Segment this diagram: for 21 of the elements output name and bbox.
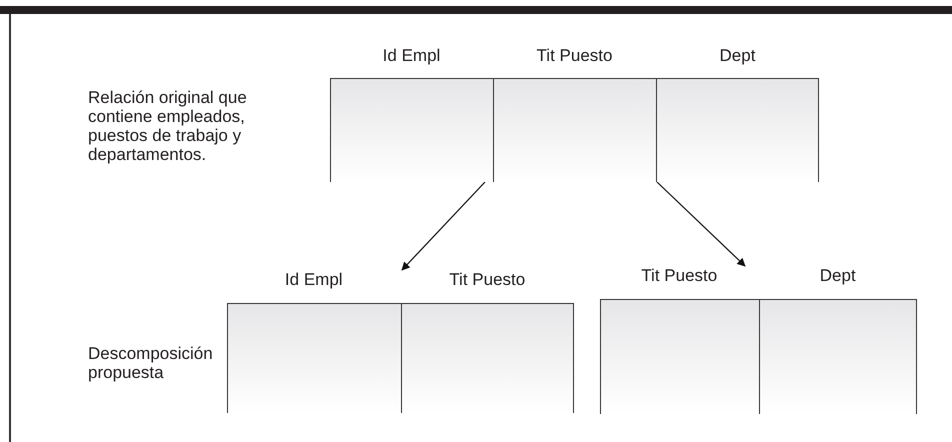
table-column [227, 270, 400, 413]
column-header: Tit Puesto [536, 46, 612, 66]
column-header: Tit Puesto [449, 270, 526, 290]
column-header: Dept [720, 46, 756, 66]
description-text: Relación original que contiene empleados, puestos de trabajo y departamentos. [88, 88, 248, 164]
column-header: Tit Puesto [641, 266, 718, 286]
arrow [656, 182, 746, 267]
table-column [600, 266, 758, 414]
description-text: Descomposición propuesta [88, 344, 214, 382]
arrow [401, 182, 486, 271]
column-header: Id Empl [284, 270, 343, 290]
relation-table [600, 266, 917, 414]
table-column [656, 46, 819, 182]
table-column [400, 270, 574, 413]
table-column [330, 46, 493, 182]
column-header: Dept [820, 266, 856, 286]
relation-table [330, 46, 819, 182]
table-column [493, 46, 656, 182]
relation-table [227, 270, 574, 413]
column-header: Id Empl [382, 46, 440, 66]
table-column [758, 266, 917, 414]
